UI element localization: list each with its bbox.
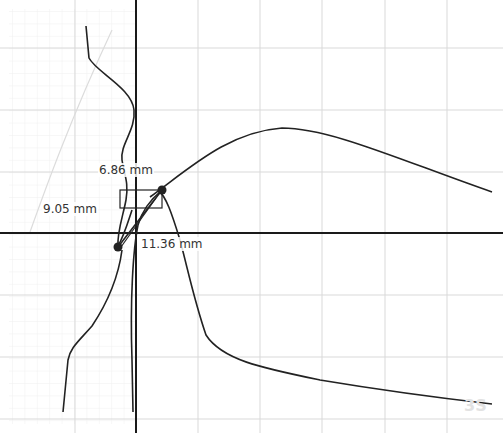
watermark: 3S [463, 399, 488, 413]
dimension-label: 6.86 mm [98, 163, 154, 177]
dimension-label: 11.36 mm [140, 237, 204, 251]
faint-curve [30, 30, 112, 232]
dimension-label: 9.05 mm [42, 202, 98, 216]
profile-lines [63, 26, 492, 412]
minor-grid [9, 9, 136, 424]
